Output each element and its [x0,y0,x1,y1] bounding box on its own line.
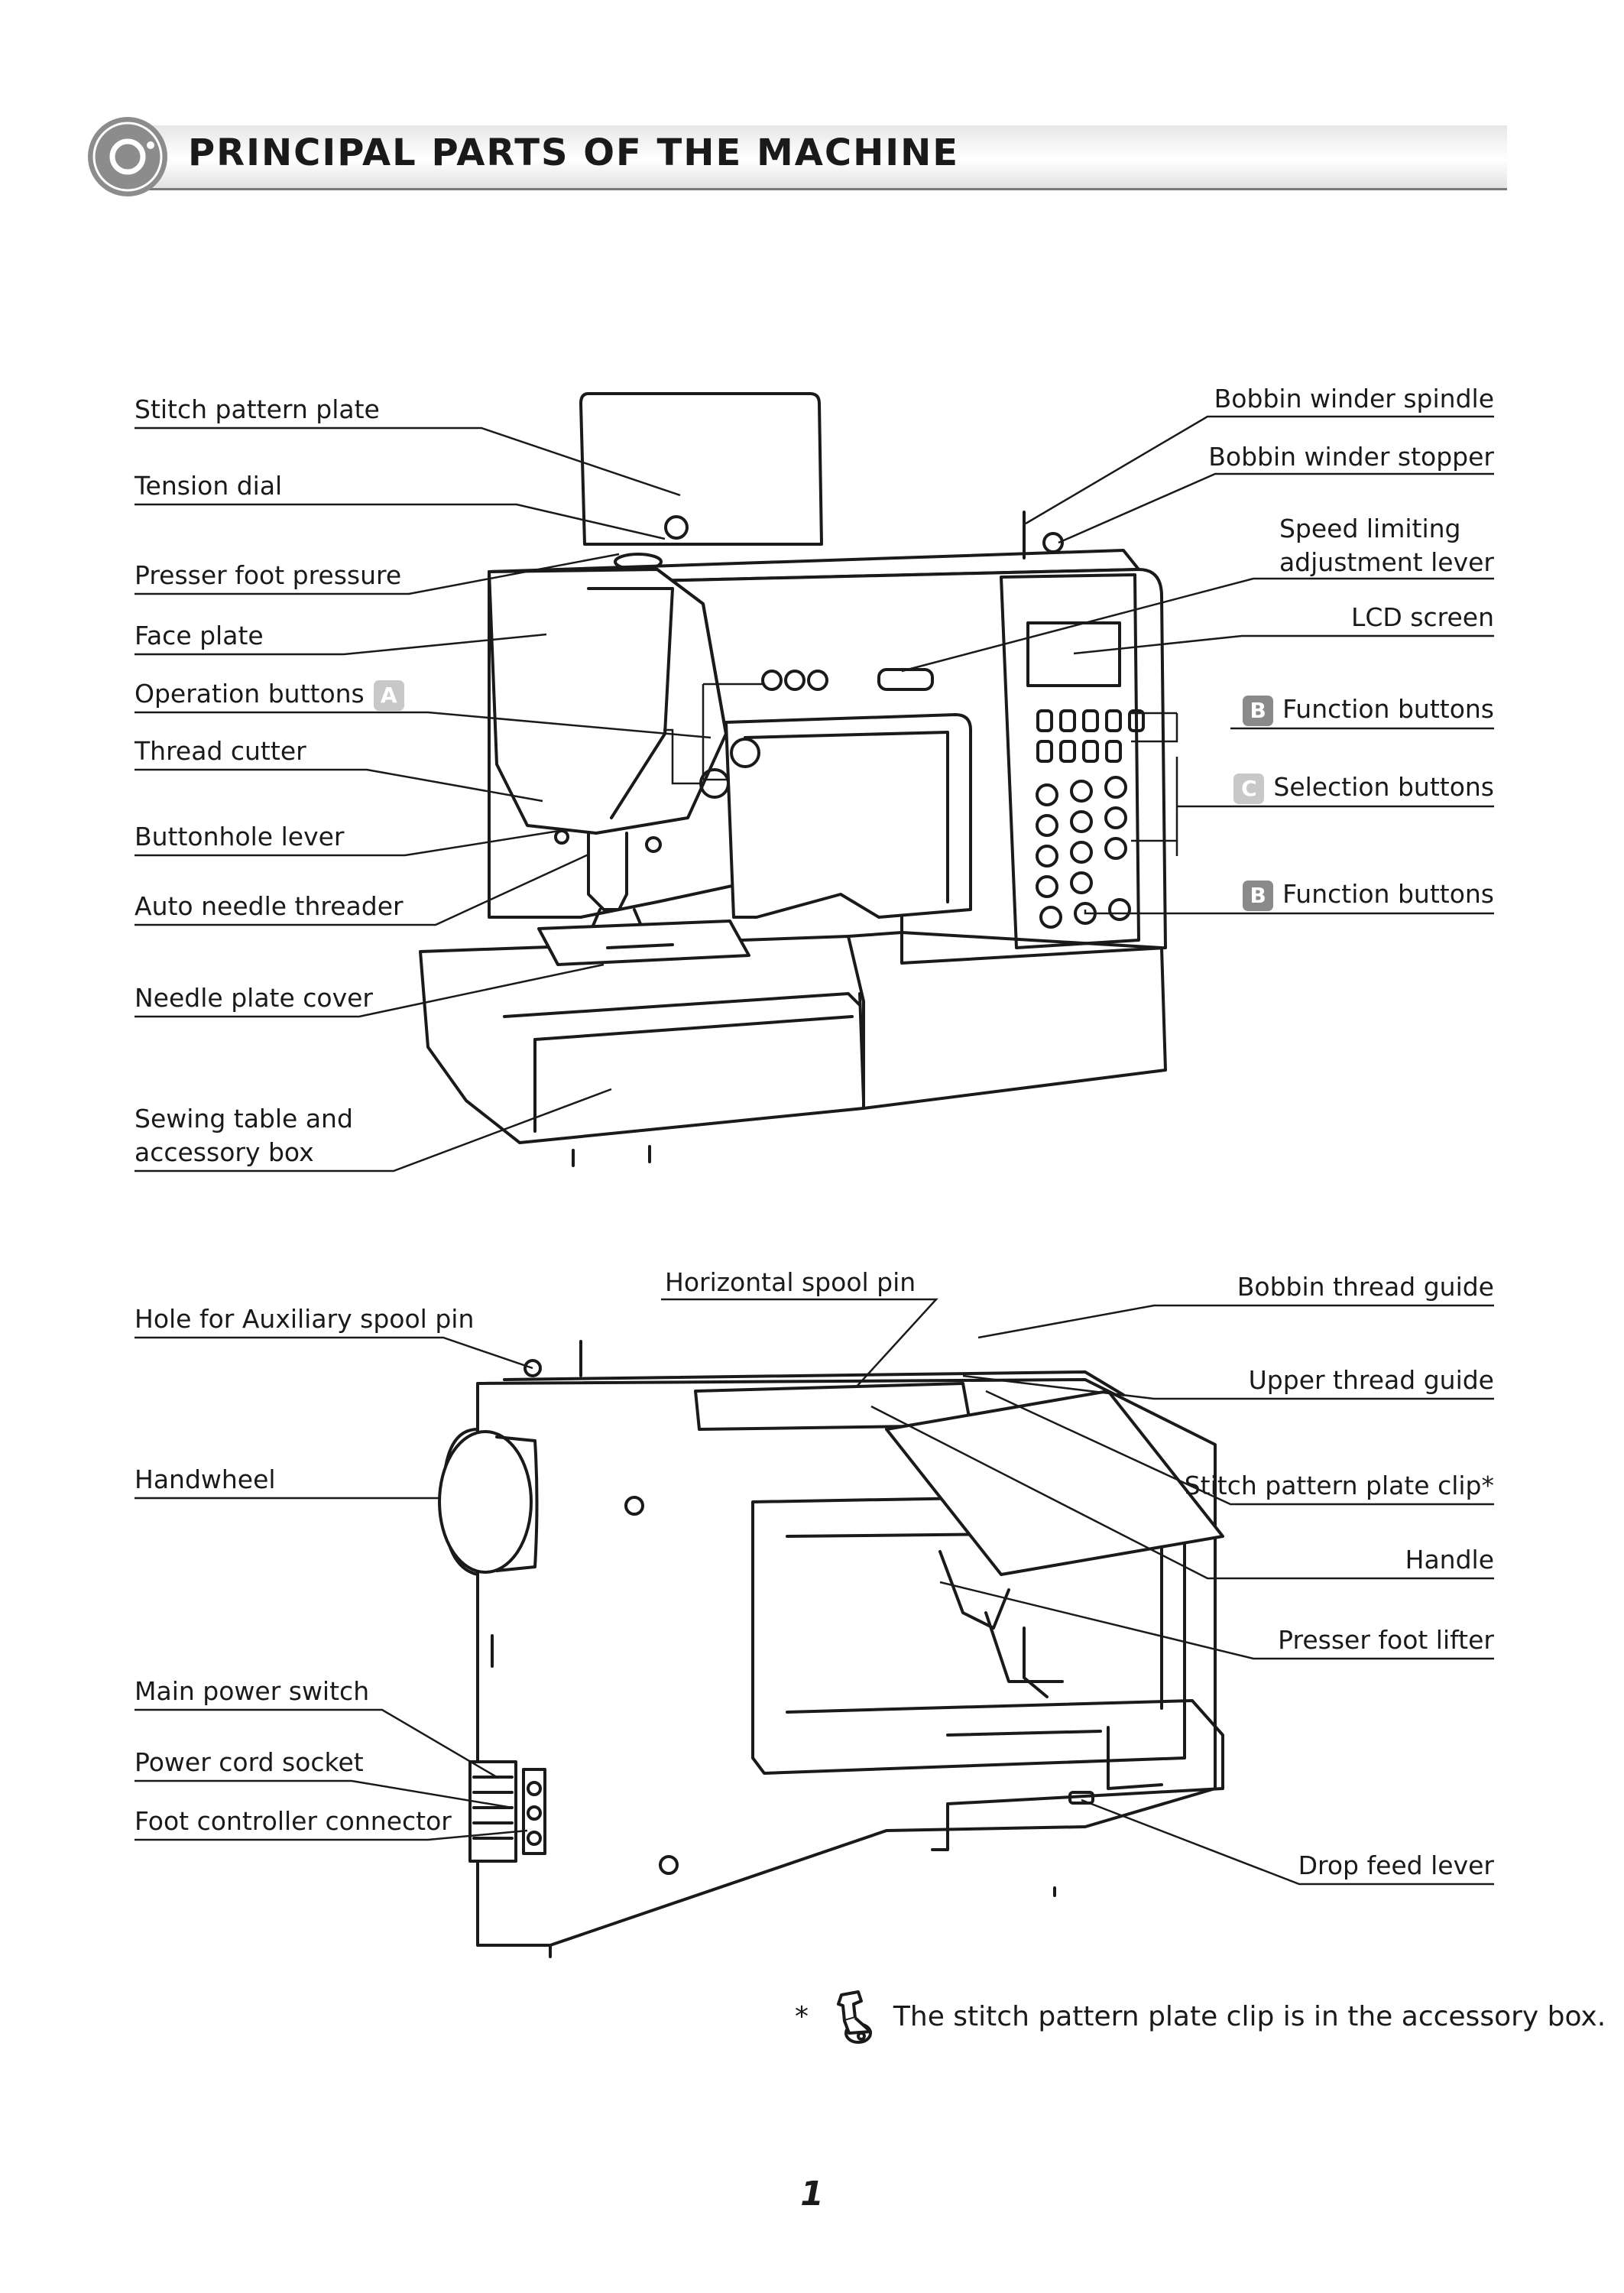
footnote-mark: * [795,2001,809,2032]
badge-b: B [1243,880,1274,911]
section-header: PRINCIPAL PARTS OF THE MACHINE [86,115,1507,199]
label-operation-buttons: Operation buttons A [135,677,404,711]
label-selection-buttons: C Selection buttons [1233,770,1494,804]
label-horizontal-spool-pin: Horizontal spool pin [665,1267,916,1297]
label-handwheel: Handwheel [135,1464,276,1494]
label-main-power-switch: Main power switch [135,1676,370,1706]
label-presser-foot-lifter: Presser foot lifter [1278,1625,1494,1655]
label-line-2: adjustment lever [1279,547,1494,577]
front-machine-drawing [419,392,1167,1167]
label-buttonhole-lever: Buttonhole lever [135,822,345,851]
label-auto-needle-threader: Auto needle threader [135,891,404,921]
label-text: Selection buttons [1273,772,1494,802]
label-handle: Handle [1405,1545,1494,1575]
label-needle-plate-cover: Needle plate cover [135,983,374,1013]
header-band [147,125,1507,190]
label-stitch-pattern-plate-clip: Stitch pattern plate clip* [1184,1471,1494,1500]
label-bobbin-winder-spindle: Bobbin winder spindle [1214,384,1494,414]
label-function-buttons-top: B Function buttons [1243,692,1494,726]
label-stitch-pattern-plate: Stitch pattern plate [135,394,380,424]
label-function-buttons-bottom: B Function buttons [1243,877,1494,911]
label-thread-cutter: Thread cutter [135,736,306,766]
back-machine-drawing [438,1340,1224,1958]
footnote-text: The stitch pattern plate clip is in the … [893,2001,1606,2032]
badge-b: B [1243,695,1274,726]
badge-c: C [1233,773,1265,804]
label-upper-thread-guide: Upper thread guide [1248,1365,1494,1395]
label-line-2: accessory box [135,1137,314,1167]
label-line-1: Sewing table and [135,1104,353,1134]
label-face-plate: Face plate [135,621,264,650]
label-speed-limiting-lever: Speed limiting adjustment lever [1279,512,1494,579]
label-tension-dial: Tension dial [135,471,283,501]
label-text: Operation buttons [135,679,365,709]
label-presser-foot-pressure: Presser foot pressure [135,560,402,590]
badge-a: A [373,679,404,711]
plate-clip-icon [837,1990,873,2044]
page-title: PRINCIPAL PARTS OF THE MACHINE [188,131,960,174]
label-lcd-screen: LCD screen [1350,602,1494,632]
label-line-1: Speed limiting [1279,514,1461,543]
label-drop-feed-lever: Drop feed lever [1298,1850,1494,1880]
label-power-cord-socket: Power cord socket [135,1747,364,1777]
label-sewing-table: Sewing table and accessory box [135,1102,353,1169]
label-bobbin-winder-stopper: Bobbin winder stopper [1208,442,1494,472]
footnote: * The stitch pattern plate clip is in th… [795,1987,1606,2048]
label-text: Function buttons [1282,694,1494,724]
target-icon [88,117,167,196]
page-number: 1 [800,2175,824,2214]
label-auxiliary-spool-pin-hole: Hole for Auxiliary spool pin [135,1304,475,1334]
label-text: Function buttons [1282,879,1494,909]
label-foot-controller-connector: Foot controller connector [135,1806,452,1836]
leader-lines [135,415,1494,1886]
label-bobbin-thread-guide: Bobbin thread guide [1237,1272,1494,1302]
